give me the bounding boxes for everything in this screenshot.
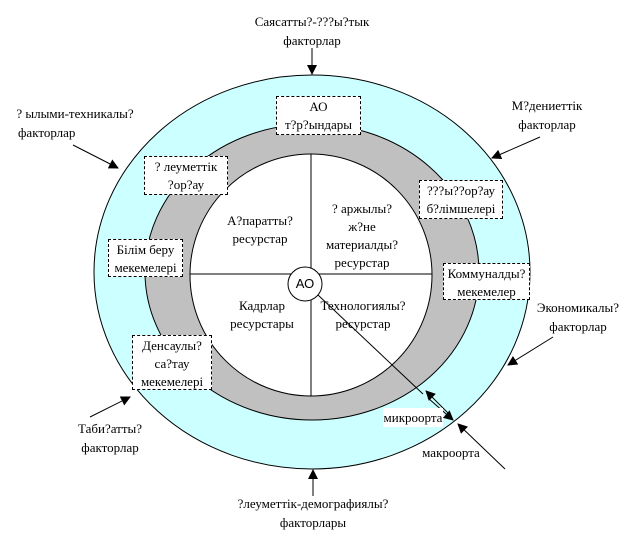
factor-cultural: М?дениеттік факторлар [492, 96, 602, 134]
quadrant-bottom-left: Кадрлар ресурстары [222, 297, 302, 333]
quadrant-text: ? аржылы? [332, 201, 392, 216]
factor-text: факторлар [18, 125, 76, 140]
factor-text: Таби?атты? [77, 421, 143, 436]
box-text: Білім беру [116, 242, 175, 257]
factor-socio-demographic: ?леуметтік-демографиялы? факторлары [213, 494, 413, 532]
box-text: ?ор?ау [167, 177, 205, 192]
box-education: Білім беру мекемелері [108, 239, 183, 277]
quadrant-text: ресурстары [230, 316, 294, 331]
factor-natural: Таби?атты? факторлар [60, 419, 160, 457]
factor-scientific-technical: ? ылыми-техникалы? факторлар [10, 104, 140, 142]
macro-environment-label: макроорта [422, 445, 480, 460]
box-text: Денсаулы? [142, 338, 202, 353]
center-node [287, 266, 323, 302]
micro-arrow-up-line [425, 390, 449, 414]
micro-macro-pointer-line [317, 294, 424, 395]
quadrant-text: Технологиялы? [320, 298, 406, 313]
box-text: ???ы??ор?ау [427, 183, 495, 198]
economic-arrow [507, 336, 554, 366]
factor-text: Экономикалы? [536, 300, 620, 315]
factor-text: факторлар [518, 117, 576, 132]
box-text: мекемелері [140, 374, 204, 389]
box-law-enforcement: ???ы??ор?ау б?лімшелері [419, 180, 503, 219]
quadrant-top-right: ? аржылы? ж?не материалды? ресурстар [316, 200, 408, 272]
quadrant-text: материалды? [326, 237, 398, 252]
factor-economic: Экономикалы? факторлар [523, 298, 633, 336]
factor-text: факторлары [279, 515, 347, 530]
quadrant-top-left: А?паратты? ресурстар [220, 212, 300, 248]
box-text: мекемелер [457, 284, 516, 299]
box-text: б?лімшелері [426, 201, 496, 216]
quadrant-text: А?паратты? [227, 213, 293, 228]
macro-arrow-line [457, 423, 506, 470]
box-health: Денсаулы? са?тау мекемелері [132, 335, 212, 390]
box-text: Коммуналды? [447, 266, 526, 281]
natural-arrow [89, 396, 131, 418]
box-text: са?тау [154, 356, 190, 371]
box-text: АО [309, 99, 328, 114]
quadrant-text: ресурстар [232, 231, 288, 246]
box-ao-groups: АО т?р?ындары [276, 96, 361, 135]
quadrant-text: ж?не [348, 219, 376, 234]
box-communal: Коммуналды? мекемелер [443, 263, 530, 300]
factor-political-legal: Саясатты?-???ы?тык факторлар [222, 12, 402, 50]
box-text: ? леуметтік [154, 159, 218, 174]
factor-text: Саясатты?-???ы?тык [254, 14, 370, 29]
quadrant-bottom-right: Технологиялы? ресурстар [320, 297, 406, 333]
factor-text: ? ылыми-техникалы? [16, 106, 134, 121]
center-label: АО [295, 276, 315, 291]
factor-text: факторлар [549, 319, 607, 334]
quadrant-text: ресурстар [334, 255, 390, 270]
cultural-arrow [491, 136, 541, 159]
factor-text: факторлар [81, 440, 139, 455]
quadrant-text: ресурстар [335, 316, 391, 331]
factor-text: ?леуметтік-демографиялы? [237, 496, 389, 511]
quadrant-text: Кадрлар [239, 298, 285, 313]
scientific-arrow [72, 144, 119, 169]
factor-text: М?дениеттік [511, 98, 583, 113]
box-social-environment: ? леуметтік ?ор?ау [144, 156, 228, 195]
factor-text: факторлар [283, 33, 341, 48]
box-text: т?р?ындары [284, 117, 353, 132]
box-text: мекемелері [114, 260, 177, 275]
micro-environment-label: микроорта [383, 408, 443, 427]
